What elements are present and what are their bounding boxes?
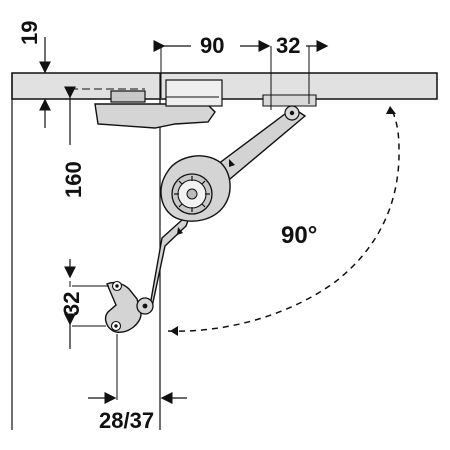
- top-pivot-center: [289, 110, 295, 116]
- top-pivot-plate: [262, 94, 317, 107]
- gear-center: [186, 188, 198, 200]
- upper-bracket-insert: [110, 90, 146, 103]
- dimension-90-label: 90: [200, 33, 224, 58]
- dimension-160-label: 160: [61, 161, 86, 198]
- rotation-arc-arrow-start: [170, 326, 178, 336]
- lower-mounting-bracket: [104, 281, 142, 333]
- bracket-screw-top-center: [115, 284, 119, 288]
- lever-direction-arrow-upper: [229, 159, 235, 167]
- gear-teeth: [174, 176, 210, 212]
- rotation-angle-label: 90°: [281, 222, 317, 249]
- hinge-housing: [165, 79, 223, 107]
- lever-direction-arrow-lower: [177, 227, 183, 235]
- dimension-28-37-label: 28/37: [99, 408, 154, 433]
- top-panel: [11, 72, 438, 100]
- bracket-screw-bottom-center: [114, 324, 118, 328]
- upper-mounting-bracket: [94, 103, 216, 129]
- rotation-arc-arrow-end: [386, 106, 396, 114]
- dimension-32-top-label: 32: [276, 33, 300, 58]
- dimension-19-label: 19: [17, 21, 42, 45]
- dimension-32-left-label: 32: [59, 292, 84, 316]
- rotation-arc: [167, 107, 400, 332]
- lower-pivot-center: [142, 303, 148, 309]
